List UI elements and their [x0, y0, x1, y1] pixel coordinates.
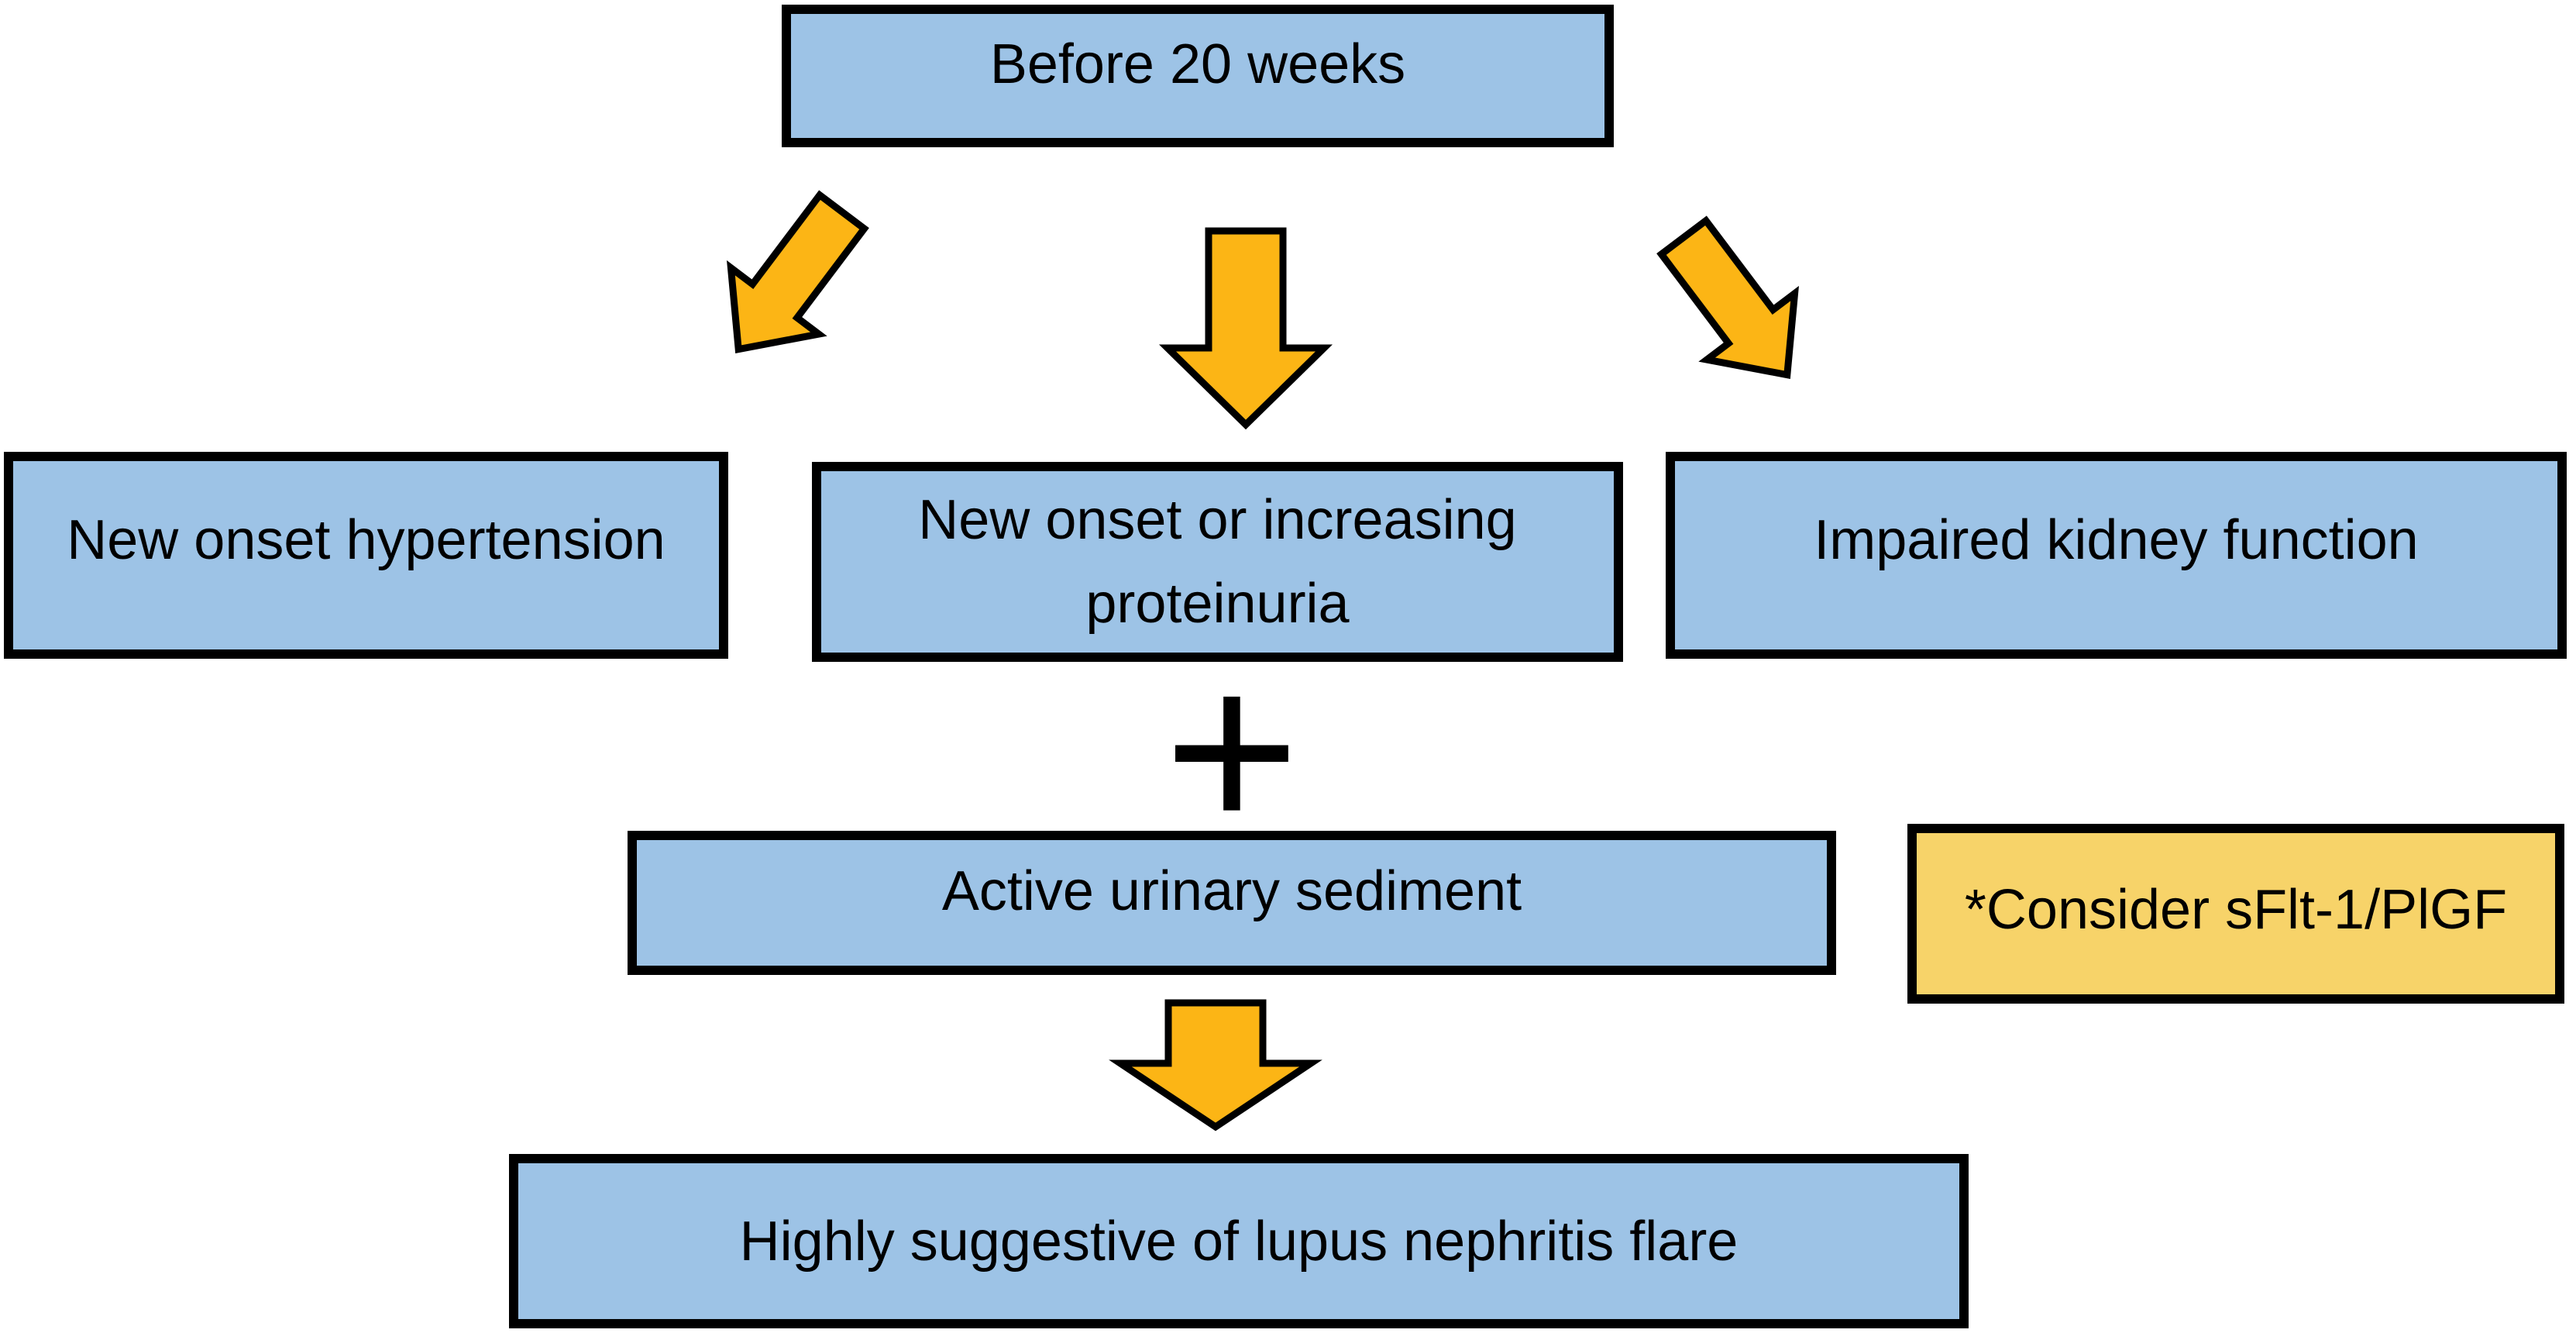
- node-new-onset-hypertension: New onset hypertension: [4, 452, 728, 659]
- arrow-down-wide-icon: [1109, 999, 1322, 1132]
- node-consider-sflt1-plgf: *Consider sFlt-1/PlGF: [1907, 824, 2564, 1004]
- arrow-down-left-icon: [727, 190, 869, 353]
- node-active-urinary-sediment: Active urinary sediment: [628, 831, 1836, 975]
- node-new-onset-or-increasing-proteinuria: New onset or increasing proteinuria: [812, 462, 1623, 662]
- node-highly-suggestive-lupus-nephritis-flare: Highly suggestive of lupus nephritis fla…: [509, 1154, 1969, 1328]
- node-before-20-weeks: Before 20 weeks: [782, 5, 1614, 147]
- node-impaired-kidney-function: Impaired kidney function: [1666, 452, 2567, 659]
- arrow-down-right-icon: [1656, 215, 1799, 379]
- plus-sign: +: [1164, 620, 1300, 880]
- arrow-down-icon: [1158, 227, 1333, 430]
